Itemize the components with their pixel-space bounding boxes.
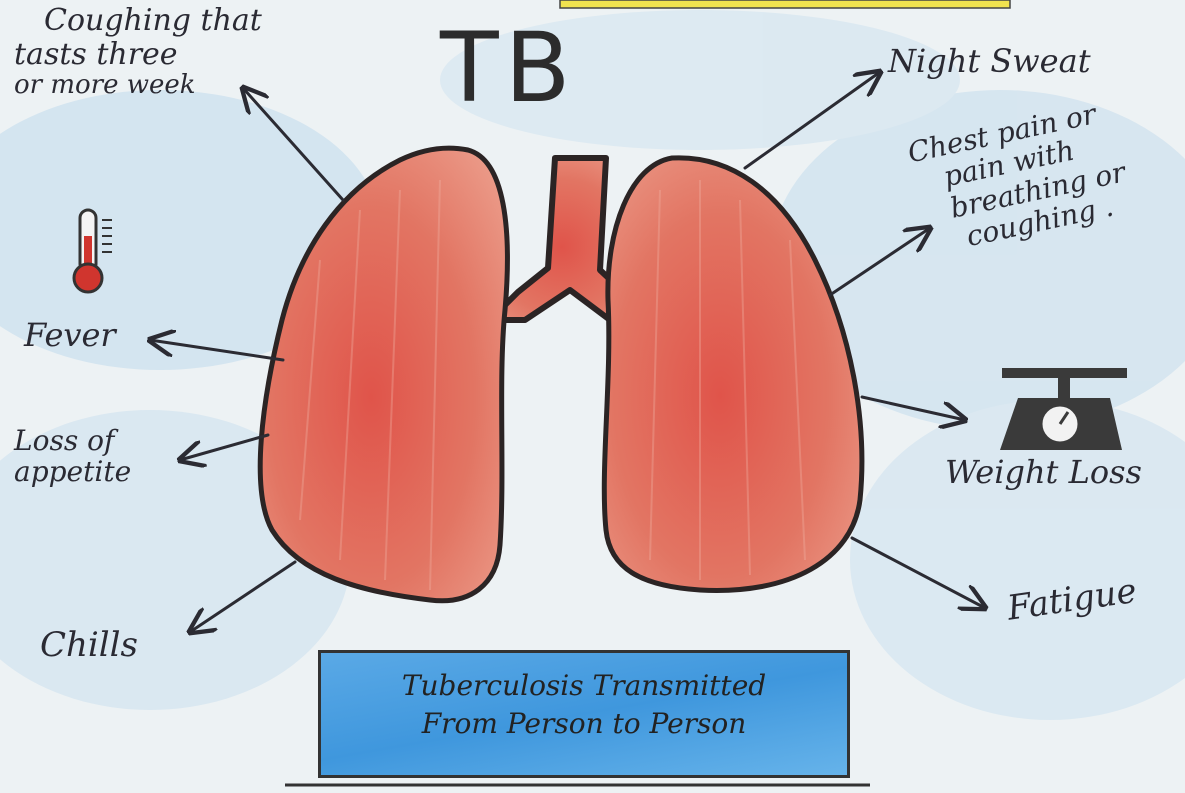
symptom-weight-loss: Weight Loss <box>945 455 1142 491</box>
banner-line-1: Tuberculosis Transmitted <box>321 667 847 705</box>
symptom-chills: Chills <box>40 626 138 664</box>
top-yellow-strip <box>560 0 1010 8</box>
symptom-loss-of-appetite: Loss of appetite <box>14 425 131 488</box>
appetite-line-1: Loss of <box>14 425 131 456</box>
banner-line-2: From Person to Person <box>321 705 847 743</box>
transmission-banner: Tuberculosis Transmitted From Person to … <box>318 650 850 778</box>
symptom-coughing: Coughing that tasts three or more week <box>14 4 262 100</box>
page-title: TB <box>440 20 577 116</box>
coughing-line-3: or more week <box>14 71 262 100</box>
appetite-line-2: appetite <box>14 456 131 487</box>
symptom-fever: Fever <box>24 318 116 354</box>
symptom-night-sweat: Night Sweat <box>888 44 1091 80</box>
coughing-line-2: tasts three <box>14 38 262 72</box>
coughing-line-1: Coughing that <box>14 4 262 38</box>
